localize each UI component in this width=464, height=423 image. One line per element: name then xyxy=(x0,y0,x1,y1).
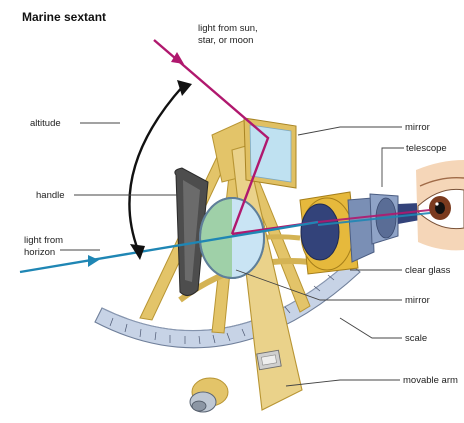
label-handle: handle xyxy=(36,190,65,201)
top-mirror xyxy=(244,118,296,188)
label-clear-glass: clear glass xyxy=(405,265,451,276)
label-light-from-horizon-line2: horizon xyxy=(24,247,55,258)
horizon-ray-arrow-icon xyxy=(88,255,99,267)
sun-ray-arrow-icon xyxy=(171,52,184,64)
label-mirror-top: mirror xyxy=(405,122,430,133)
diagram-title: Marine sextant xyxy=(22,10,106,24)
altitude-arrow-up-icon xyxy=(177,80,192,96)
label-telescope: telescope xyxy=(406,143,447,154)
label-mirror-bottom: mirror xyxy=(405,295,430,306)
observer-eye xyxy=(416,160,464,250)
label-light-from-sun-line2: star, or moon xyxy=(198,35,253,46)
telescope xyxy=(300,192,420,274)
label-light-from-horizon-line1: light from xyxy=(24,235,63,246)
label-scale: scale xyxy=(405,333,427,344)
label-altitude: altitude xyxy=(30,118,61,129)
label-light-from-sun-line1: light from sun, xyxy=(198,23,258,34)
horizon-glass xyxy=(200,198,264,278)
label-movable-arm: movable arm xyxy=(403,375,458,386)
adjustment-knob xyxy=(190,378,228,412)
